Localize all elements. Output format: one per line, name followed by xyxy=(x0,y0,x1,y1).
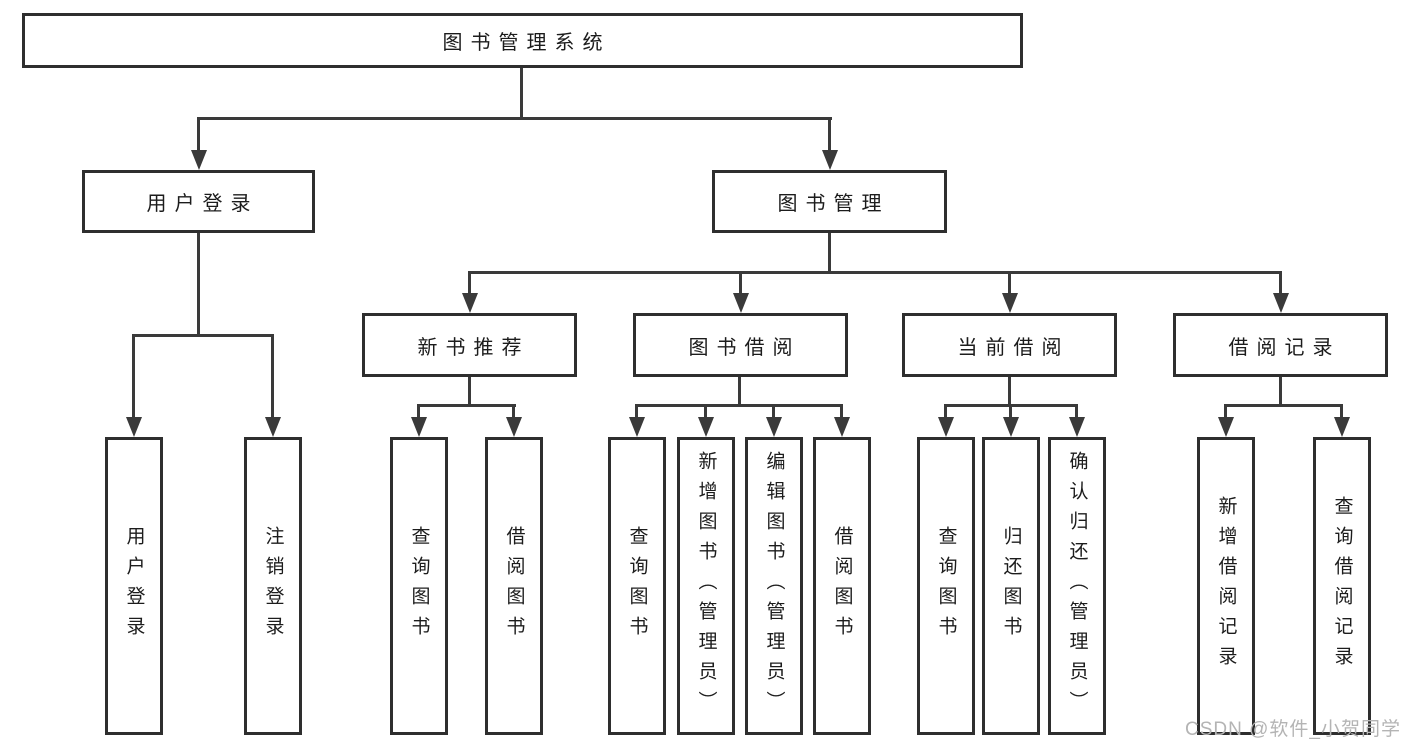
node-label: 图书管理 xyxy=(777,193,890,215)
arrow-down-br-add xyxy=(1218,417,1234,437)
connector-drop-borrow-record xyxy=(1279,271,1282,294)
leaf-label: 编辑图书（管理员） xyxy=(763,451,785,721)
leaf-cb-return-books: 归还图书 xyxy=(982,437,1040,735)
arrow-down-nb-query xyxy=(411,417,427,437)
leaf-logout: 注销登录 xyxy=(244,437,302,735)
connector-drop-cb-return xyxy=(1009,404,1012,418)
connector-drop-br-add xyxy=(1224,404,1227,418)
csdn-watermark: CSDN @软件_小贺同学 xyxy=(1185,719,1401,740)
arrow-down-cb-return xyxy=(1003,417,1019,437)
node-book-management: 图书管理 xyxy=(712,170,947,233)
connector-drop-cb-query xyxy=(944,404,947,418)
arrow-down-cb-confirm xyxy=(1069,417,1085,437)
leaf-cb-confirm-return-admin: 确认归还（管理员） xyxy=(1048,437,1106,735)
connector-drop-leaf-logout xyxy=(271,334,274,418)
connector-drop-bb-borrow xyxy=(840,404,843,418)
node-label: 用户登录 xyxy=(146,193,259,215)
leaf-label: 新增借阅记录 xyxy=(1215,496,1237,676)
leaf-nb-query-books: 查询图书 xyxy=(390,437,448,735)
leaf-bb-add-book-admin: 新增图书（管理员） xyxy=(677,437,735,735)
leaf-label: 新增图书（管理员） xyxy=(695,451,717,721)
arrow-down-leaf-login xyxy=(126,417,142,437)
connector-cb-stem xyxy=(1008,377,1011,406)
connector-drop-nb-borrow xyxy=(512,404,515,418)
connector-book-stem xyxy=(828,233,831,273)
node-current-borrowing: 当前借阅 xyxy=(902,313,1117,377)
leaf-bb-borrow-books: 借阅图书 xyxy=(813,437,871,735)
arrow-down-bb-query xyxy=(629,417,645,437)
arrow-down-cb-query xyxy=(938,417,954,437)
connector-br-stem xyxy=(1279,377,1282,406)
leaf-bb-edit-book-admin: 编辑图书（管理员） xyxy=(745,437,803,735)
connector-drop-user-login xyxy=(197,117,200,151)
connector-drop-bb-edit xyxy=(772,404,775,418)
arrow-down-leaf-logout xyxy=(265,417,281,437)
connector-bb-stem xyxy=(738,377,741,406)
leaf-label: 查询借阅记录 xyxy=(1331,496,1353,676)
arrow-down-user-login xyxy=(191,150,207,170)
node-label: 借阅记录 xyxy=(1228,336,1341,359)
leaf-label: 借阅图书 xyxy=(503,526,525,646)
leaf-label: 查询图书 xyxy=(935,526,957,646)
node-label: 当前借阅 xyxy=(957,336,1070,359)
node-new-book-recommend: 新书推荐 xyxy=(362,313,577,377)
arrow-down-borrow-record xyxy=(1273,293,1289,313)
connector-drop-cb-confirm xyxy=(1075,404,1078,418)
connector-level2-branch xyxy=(198,117,832,120)
leaf-label: 归还图书 xyxy=(1000,526,1022,646)
leaf-br-add-record: 新增借阅记录 xyxy=(1197,437,1255,735)
arrow-down-book-mgmt xyxy=(822,150,838,170)
node-book-borrowing: 图书借阅 xyxy=(633,313,848,377)
node-label: 图书管理系统 xyxy=(442,32,611,54)
leaf-nb-borrow-books: 借阅图书 xyxy=(485,437,543,735)
leaf-label: 借阅图书 xyxy=(831,526,853,646)
leaf-label: 确认归还（管理员） xyxy=(1066,451,1088,721)
arrow-down-bb-add xyxy=(698,417,714,437)
arrow-down-br-query xyxy=(1334,417,1350,437)
leaf-label: 查询图书 xyxy=(408,526,430,646)
connector-level3-branch xyxy=(468,271,1281,274)
node-user-login: 用户登录 xyxy=(82,170,315,233)
connector-root-stem xyxy=(520,68,523,117)
node-borrowing-records: 借阅记录 xyxy=(1173,313,1388,377)
leaf-label: 查询图书 xyxy=(626,526,648,646)
leaf-label: 用户登录 xyxy=(123,526,145,646)
leaf-user-login: 用户登录 xyxy=(105,437,163,735)
connector-drop-nb-query xyxy=(417,404,420,418)
leaf-br-query-record: 查询借阅记录 xyxy=(1313,437,1371,735)
connector-user-branch xyxy=(132,334,274,337)
connector-drop-book-borrow xyxy=(739,271,742,294)
connector-br-branch xyxy=(1224,404,1343,407)
connector-drop-leaf-login xyxy=(132,334,135,418)
leaf-label: 注销登录 xyxy=(262,526,284,646)
connector-nb-branch xyxy=(417,404,516,407)
node-library-management-system: 图书管理系统 xyxy=(22,13,1023,68)
leaf-bb-query-books: 查询图书 xyxy=(608,437,666,735)
arrow-down-bb-edit xyxy=(766,417,782,437)
node-label: 新书推荐 xyxy=(417,336,530,359)
connector-user-stem xyxy=(197,233,200,335)
leaf-cb-query-books: 查询图书 xyxy=(917,437,975,735)
arrow-down-nb-borrow xyxy=(506,417,522,437)
arrow-down-new-book xyxy=(462,293,478,313)
connector-drop-book-mgmt xyxy=(828,117,831,151)
connector-drop-br-query xyxy=(1340,404,1343,418)
arrow-down-bb-borrow xyxy=(834,417,850,437)
connector-bb-branch xyxy=(635,404,843,407)
connector-drop-bb-add xyxy=(704,404,707,418)
connector-drop-bb-query xyxy=(635,404,638,418)
connector-drop-current-borrow xyxy=(1008,271,1011,294)
connector-nb-stem xyxy=(468,377,471,406)
connector-drop-new-book xyxy=(468,271,471,294)
node-label: 图书借阅 xyxy=(688,336,801,359)
arrow-down-current-borrow xyxy=(1002,293,1018,313)
arrow-down-book-borrow xyxy=(733,293,749,313)
